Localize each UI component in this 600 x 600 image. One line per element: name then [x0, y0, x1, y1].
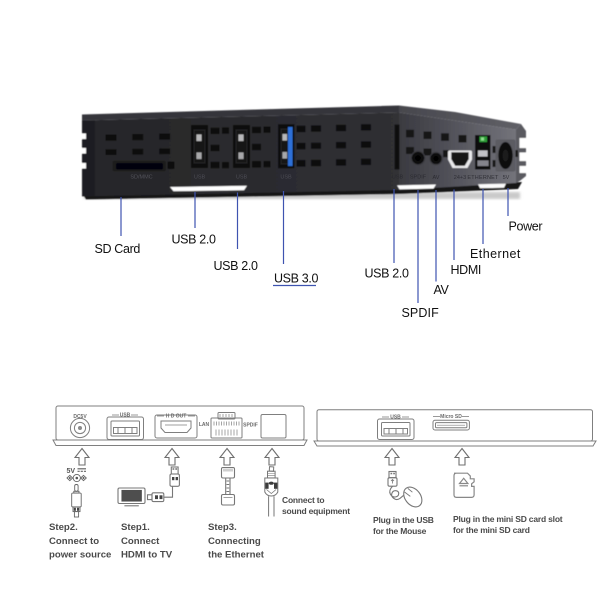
svg-text:USB 3.0: USB 3.0 — [274, 272, 318, 286]
svg-text:USB: USB — [280, 175, 292, 181]
svg-text:Plug in the USB: Plug in the USB — [373, 515, 434, 525]
svg-text:USB: USB — [194, 175, 206, 181]
svg-text:USB 2.0: USB 2.0 — [365, 267, 409, 281]
svg-text:for the Mouse: for the Mouse — [373, 526, 427, 536]
svg-text:HDMI: HDMI — [451, 263, 482, 277]
svg-text:SD Card: SD Card — [95, 242, 141, 256]
svg-text:24+3: 24+3 — [454, 175, 466, 181]
svg-text:Plug in the mini SD card slot: Plug in the mini SD card slot — [453, 514, 563, 524]
svg-text:Connect: Connect — [121, 536, 160, 547]
svg-text:DC5V: DC5V — [73, 414, 87, 420]
svg-text:Power: Power — [509, 220, 543, 234]
svg-text:H D OUT: H D OUT — [166, 414, 187, 420]
svg-text:Step1.: Step1. — [121, 522, 150, 533]
svg-text:USB: USB — [390, 415, 401, 421]
svg-text:the Ethernet: the Ethernet — [208, 550, 265, 561]
svg-text:Step3.: Step3. — [208, 522, 237, 533]
svg-text:sound equipment: sound equipment — [282, 506, 350, 516]
svg-text:USB: USB — [120, 413, 131, 419]
svg-text:Ethernet: Ethernet — [470, 247, 521, 261]
svg-text:ETHERNET: ETHERNET — [467, 175, 499, 181]
svg-text:power source: power source — [49, 550, 111, 561]
svg-text:USB 2.0: USB 2.0 — [172, 233, 216, 247]
svg-text:5V: 5V — [503, 175, 510, 181]
svg-text:SPDIF: SPDIF — [243, 423, 258, 429]
svg-text:AV: AV — [434, 283, 450, 297]
svg-text:Connect to: Connect to — [282, 495, 324, 505]
svg-text:USB: USB — [236, 175, 248, 181]
svg-text:5V: 5V — [67, 468, 76, 475]
svg-text:for the mini SD card: for the mini SD card — [453, 525, 530, 535]
svg-text:HDMI to TV: HDMI to TV — [121, 550, 173, 561]
svg-text:LAN: LAN — [199, 422, 210, 428]
svg-text:Connect to: Connect to — [49, 536, 99, 547]
svg-text:USB 2.0: USB 2.0 — [214, 259, 258, 273]
svg-text:Connecting: Connecting — [208, 536, 261, 547]
svg-text:USB: USB — [392, 175, 404, 181]
svg-text:SPDIF: SPDIF — [410, 175, 427, 181]
svg-text:SD/MMC: SD/MMC — [130, 175, 152, 181]
svg-text:AV: AV — [433, 175, 440, 181]
svg-text:SPDIF: SPDIF — [402, 306, 440, 320]
svg-text:Micro SD: Micro SD — [440, 414, 462, 420]
svg-text:Step2.: Step2. — [49, 522, 78, 533]
